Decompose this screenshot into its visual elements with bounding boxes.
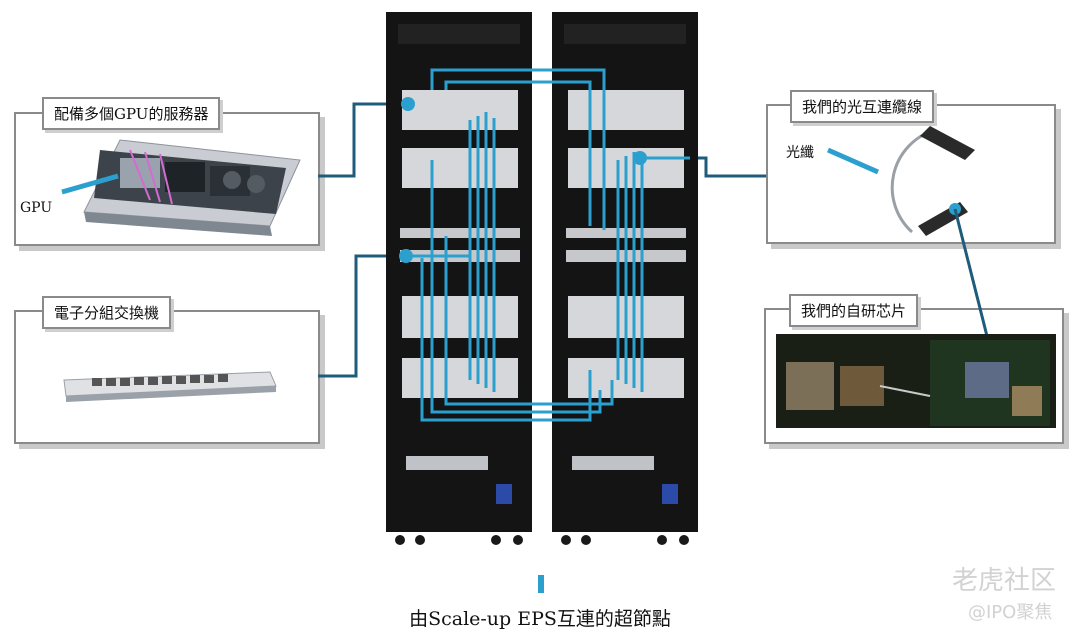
chip-image <box>776 334 1056 428</box>
optical-cable-panel <box>766 104 1056 244</box>
gpu-server-title: 配備多個GPU的服務器 <box>42 97 221 130</box>
optical-cable-title: 我們的光互連纜線 <box>790 90 935 123</box>
caption-marker <box>538 575 544 593</box>
optical-cable-image <box>826 126 992 349</box>
watermark-handle: @IPO聚焦 <box>968 602 1053 623</box>
gpu-server-image <box>61 139 301 236</box>
switch-connector <box>318 254 406 378</box>
diagram-caption: 由Scale-up EPS互連的超節點 <box>409 608 671 630</box>
gpu-label: GPU <box>20 200 53 216</box>
switch-node-dot <box>399 249 413 263</box>
chip-title: 我們的自研芯片 <box>789 294 919 327</box>
fiber-label: 光纖 <box>786 145 814 161</box>
packet-switch-title: 電子分組交換機 <box>42 296 172 329</box>
optical-node-dot <box>633 151 647 165</box>
gpu-server-connector <box>318 102 408 178</box>
eps-interconnect-links <box>406 68 690 422</box>
gpu-node-dot <box>401 97 415 111</box>
watermark-brand: 老虎社区 <box>952 566 1057 596</box>
left-rack <box>386 12 532 545</box>
switch-image <box>63 371 277 402</box>
